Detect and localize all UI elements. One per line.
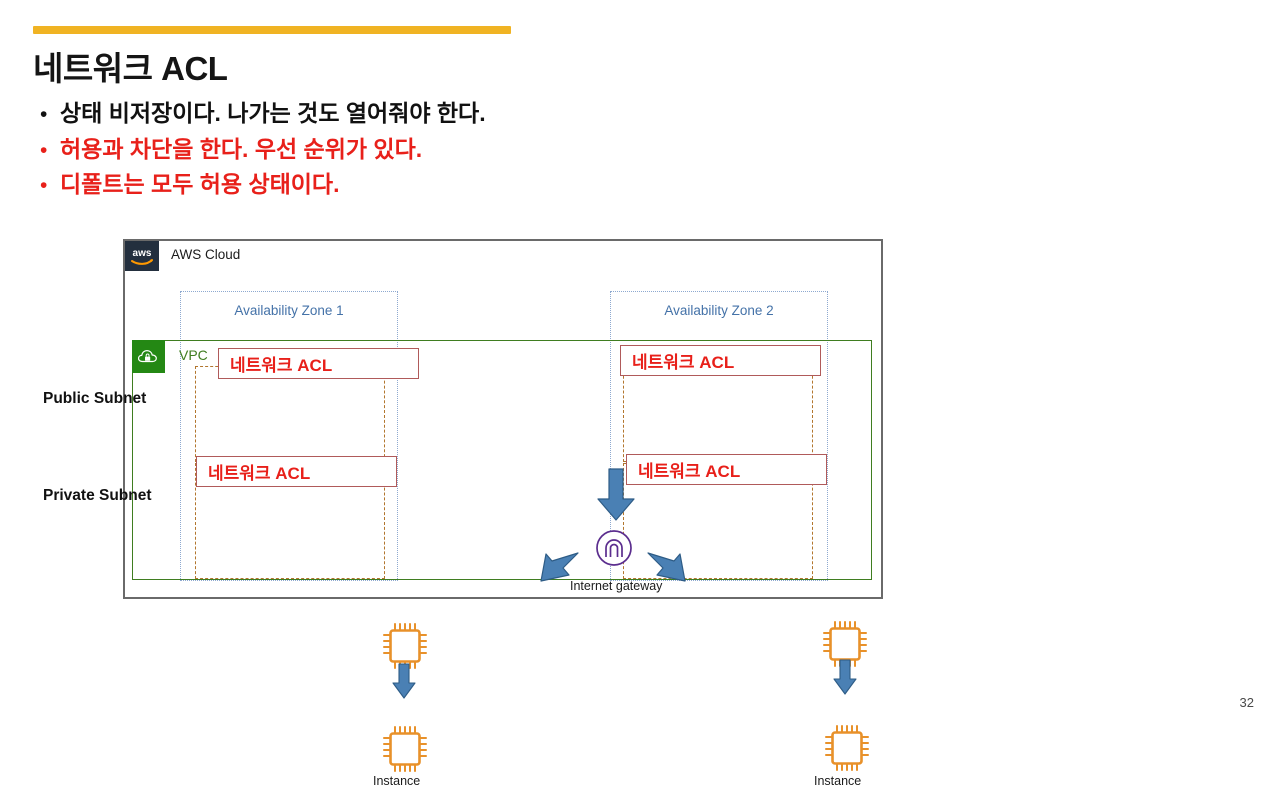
availability-zone-2-boundary xyxy=(610,291,828,581)
bullet-text: 허용과 차단을 한다. 우선 순위가 있다. xyxy=(60,135,423,162)
availability-zone-2-label: Availability Zone 2 xyxy=(664,303,774,318)
vpc-icon xyxy=(132,340,165,373)
svg-text:aws: aws xyxy=(133,248,152,259)
private-subnet-label: Private Subnet xyxy=(43,487,152,504)
network-acl-label: 네트워크 ACL xyxy=(208,464,311,483)
internet-gateway-icon xyxy=(595,529,633,572)
aws-cloud-label: AWS Cloud xyxy=(171,247,241,262)
network-acl-label: 네트워크 ACL xyxy=(638,462,741,481)
list-item: • 디폴트는 모두 허용 상태이다. xyxy=(40,169,800,200)
network-acl-box-public-az2: 네트워크 ACL xyxy=(620,345,821,376)
network-acl-box-private-az1: 네트워크 ACL xyxy=(196,456,397,487)
public-subnet-label: Public Subnet xyxy=(43,390,147,407)
network-acl-box-private-az2: 네트워크 ACL xyxy=(626,454,827,485)
availability-zone-1-label: Availability Zone 1 xyxy=(234,303,344,318)
vpc-label: VPC xyxy=(179,347,208,363)
arrow-public-to-private-az2 xyxy=(832,659,858,701)
list-item: • 허용과 차단을 한다. 우선 순위가 있다. xyxy=(40,134,800,165)
public-subnet-az2-boundary xyxy=(623,366,813,462)
availability-zone-1-boundary xyxy=(180,291,398,581)
aws-cloud-boundary xyxy=(123,239,883,599)
page-title: 네트워크 ACL xyxy=(33,50,228,87)
instance-caption: Instance xyxy=(373,774,421,788)
instance-icon xyxy=(381,620,427,677)
page-number: 32 xyxy=(1239,695,1254,710)
vpc-boundary xyxy=(132,340,872,580)
bullet-marker: • xyxy=(40,138,48,162)
bullet-text: 상태 비저장이다. 나가는 것도 열어줘야 한다. xyxy=(60,100,486,126)
list-item: • 상태 비저장이다. 나가는 것도 열어줘야 한다. xyxy=(40,98,800,129)
network-acl-label: 네트워크 ACL xyxy=(632,353,735,372)
arrow-gateway-to-az2 xyxy=(645,548,703,601)
title-accent-bar xyxy=(33,26,511,34)
aws-architecture-diagram: aws AWS Cloud VPC Availability Zone 1 Av… xyxy=(123,239,883,788)
arrow-gateway-to-az1 xyxy=(523,548,581,601)
bullet-text: 디폴트는 모두 허용 상태이다. xyxy=(60,171,340,198)
aws-logo-icon: aws xyxy=(125,241,159,271)
network-acl-box-public-az1: 네트워크 ACL xyxy=(218,348,419,379)
arrow-down-internet-to-gateway xyxy=(595,467,637,528)
instance-icon xyxy=(381,723,427,780)
bullet-list: • 상태 비저장이다. 나가는 것도 열어줘야 한다. • 허용과 차단을 한다… xyxy=(40,98,800,205)
internet-gateway-label: Internet gateway xyxy=(570,579,663,593)
bullet-marker: • xyxy=(40,174,48,198)
arrow-public-to-private-az1 xyxy=(391,663,417,705)
public-subnet-az1-boundary xyxy=(195,366,385,462)
network-acl-label: 네트워크 ACL xyxy=(230,356,333,375)
instance-icon xyxy=(823,722,869,779)
bullet-marker: • xyxy=(40,103,48,126)
instance-caption: Instance xyxy=(814,774,862,788)
